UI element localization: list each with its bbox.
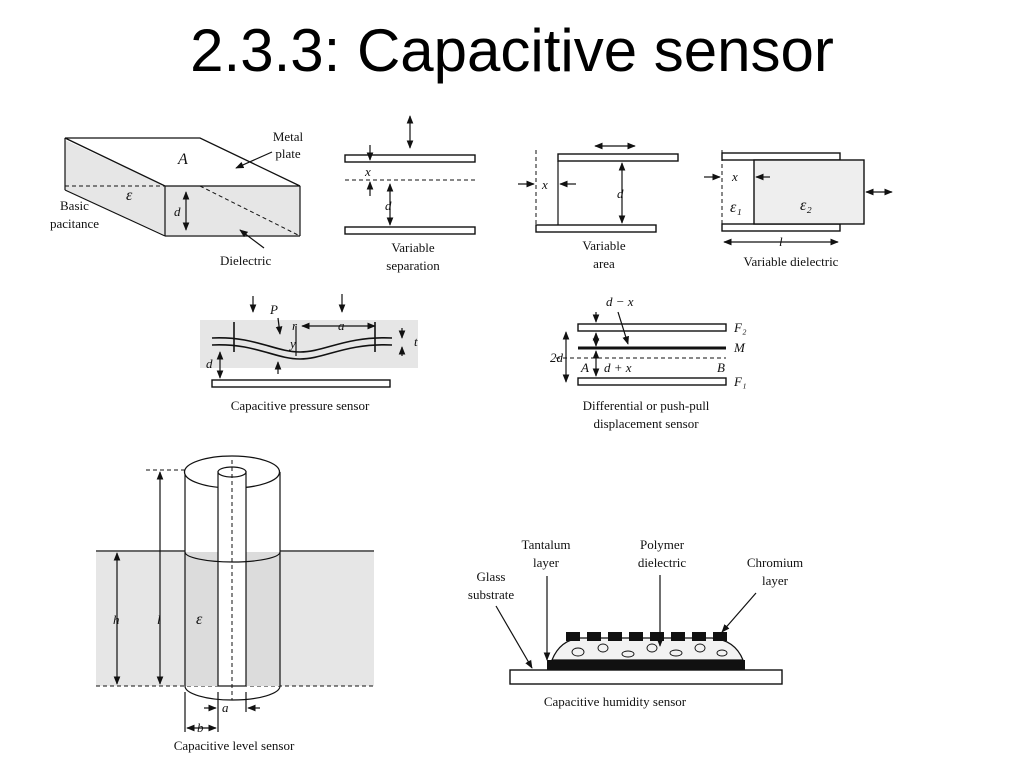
level-l-label: l xyxy=(157,612,161,627)
variable-dielectric-caption: Variable dielectric xyxy=(744,254,839,269)
diff-m-label: M xyxy=(733,340,746,355)
diff-2d-label: 2d xyxy=(550,350,564,365)
diff-d-minus-x-label: d − x xyxy=(606,294,634,309)
polymer-label-2: dielectric xyxy=(638,555,687,570)
diff-a-label: A xyxy=(580,360,589,375)
diff-f2-label: F₂ xyxy=(733,320,747,335)
slide-title: 2.3.3: Capacitive sensor xyxy=(190,17,834,84)
separation-d-label: d xyxy=(385,198,392,213)
dielectric-x-label: x xyxy=(731,169,738,184)
dielectric-label: Dielectric xyxy=(220,253,271,268)
level-sensor-caption: Capacitive level sensor xyxy=(174,738,295,753)
level-sensor-diagram: h l ε a b Capacitive level sensor xyxy=(96,455,374,753)
basic-label-2: pacitance xyxy=(50,216,99,231)
variable-area-diagram: x d Variable area xyxy=(518,142,679,271)
area-label: A xyxy=(177,151,188,168)
tantalum-label-2: layer xyxy=(533,555,560,570)
basic-capacitor-diagram: Metal plate A ε d Basic pacitance Dielec… xyxy=(50,129,304,268)
area-x-label: x xyxy=(541,177,548,192)
level-epsilon-label: ε xyxy=(196,611,203,628)
area-d-label: d xyxy=(617,186,624,201)
chromium-label-2: layer xyxy=(762,573,789,588)
metal-plate-label-2: plate xyxy=(275,146,300,161)
variable-dielectric-diagram: x ε₁ ε₂ l Variable dielectric xyxy=(704,150,893,269)
basic-label-1: Basic xyxy=(60,198,89,213)
humidity-sensor-caption: Capacitive humidity sensor xyxy=(544,694,687,709)
pressure-sensor-caption: Capacitive pressure sensor xyxy=(231,398,370,413)
pressure-p-label: P xyxy=(269,302,278,317)
diff-b-label: B xyxy=(717,360,725,375)
variable-separation-caption-2: separation xyxy=(386,258,440,273)
diff-f1-label: F₁ xyxy=(733,374,746,389)
pressure-y-label: y xyxy=(288,336,296,351)
tantalum-label-1: Tantalum xyxy=(522,537,571,552)
chromium-label-1: Chromium xyxy=(747,555,803,570)
level-b-label: b xyxy=(197,720,204,735)
glass-label-1: Glass xyxy=(477,569,506,584)
pressure-t-label: t xyxy=(414,334,418,349)
thickness-label: d xyxy=(174,204,181,219)
glass-label-2: substrate xyxy=(468,587,514,602)
pressure-sensor-diagram: P r a y t d Capacitive pressure sensor xyxy=(200,294,418,413)
differential-sensor-diagram: d − x F₂ M 2d A d + x B F₁ Differential … xyxy=(550,294,747,431)
level-a-label: a xyxy=(222,700,229,715)
pressure-d-label: d xyxy=(206,356,213,371)
epsilon1-label: ε₁ xyxy=(730,199,742,216)
diff-d-plus-x-label: d + x xyxy=(604,360,632,375)
level-h-label: h xyxy=(113,612,120,627)
metal-plate-label-1: Metal xyxy=(273,129,304,144)
variable-area-caption-1: Variable xyxy=(582,238,626,253)
epsilon2-label: ε₂ xyxy=(800,197,812,214)
separation-x-label: x xyxy=(364,164,371,179)
differential-caption-1: Differential or push-pull xyxy=(583,398,710,413)
dielectric-l-label: l xyxy=(779,234,783,249)
humidity-sensor-diagram: Tantalum layer Polymer dielectric Chromi… xyxy=(468,537,803,709)
pressure-r-label: r xyxy=(292,318,298,333)
variable-area-caption-2: area xyxy=(593,256,615,271)
variable-separation-caption-1: Variable xyxy=(391,240,435,255)
pressure-a-label: a xyxy=(338,318,345,333)
differential-caption-2: displacement sensor xyxy=(593,416,699,431)
variable-separation-diagram: x d Variable separation xyxy=(344,115,476,273)
polymer-label-1: Polymer xyxy=(640,537,685,552)
epsilon-label: ε xyxy=(126,187,133,204)
